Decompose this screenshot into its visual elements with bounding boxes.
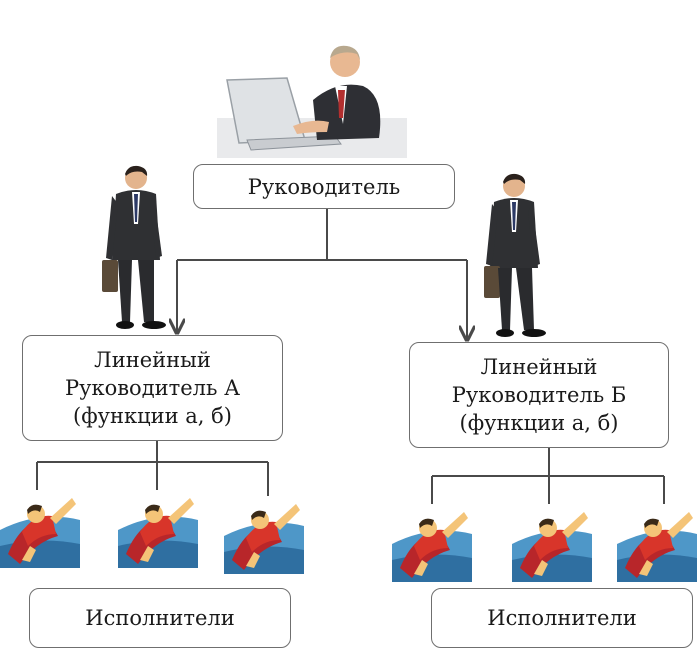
executors-a-label: Исполнители bbox=[85, 606, 235, 630]
line-manager-b-line-2: Руководитель Б bbox=[451, 383, 627, 407]
flying-superhero-icon bbox=[512, 504, 592, 582]
flying-superhero-icon bbox=[224, 496, 304, 574]
flying-superhero-icon bbox=[617, 504, 697, 582]
executors-b-box: Исполнители bbox=[431, 588, 693, 648]
flying-superhero-icon bbox=[118, 490, 198, 568]
top-manager-label: Руководитель bbox=[247, 174, 401, 199]
businessman-with-briefcase-icon bbox=[102, 165, 166, 329]
businessman-with-briefcase-icon bbox=[484, 173, 546, 337]
flying-superhero-icon bbox=[392, 504, 472, 582]
executors-b-label: Исполнители bbox=[487, 606, 637, 630]
executors-a-box: Исполнители bbox=[29, 588, 291, 648]
line-manager-b-line-1: Линейный bbox=[480, 355, 598, 379]
line-manager-a-line-3: (функции а, б) bbox=[73, 404, 232, 428]
line-manager-b-box: Линейный Руководитель Б (функции а, б) bbox=[409, 342, 669, 448]
laptop-executive-icon bbox=[217, 45, 407, 158]
flying-superhero-icon bbox=[0, 490, 80, 568]
line-manager-a-line-1: Линейный bbox=[94, 348, 211, 372]
line-manager-a-line-2: Руководитель А bbox=[64, 376, 241, 400]
line-manager-b-line-3: (функции а, б) bbox=[459, 411, 619, 435]
line-manager-a-box: Линейный Руководитель А (функции а, б) bbox=[22, 335, 283, 441]
top-manager-box: Руководитель bbox=[193, 164, 455, 209]
